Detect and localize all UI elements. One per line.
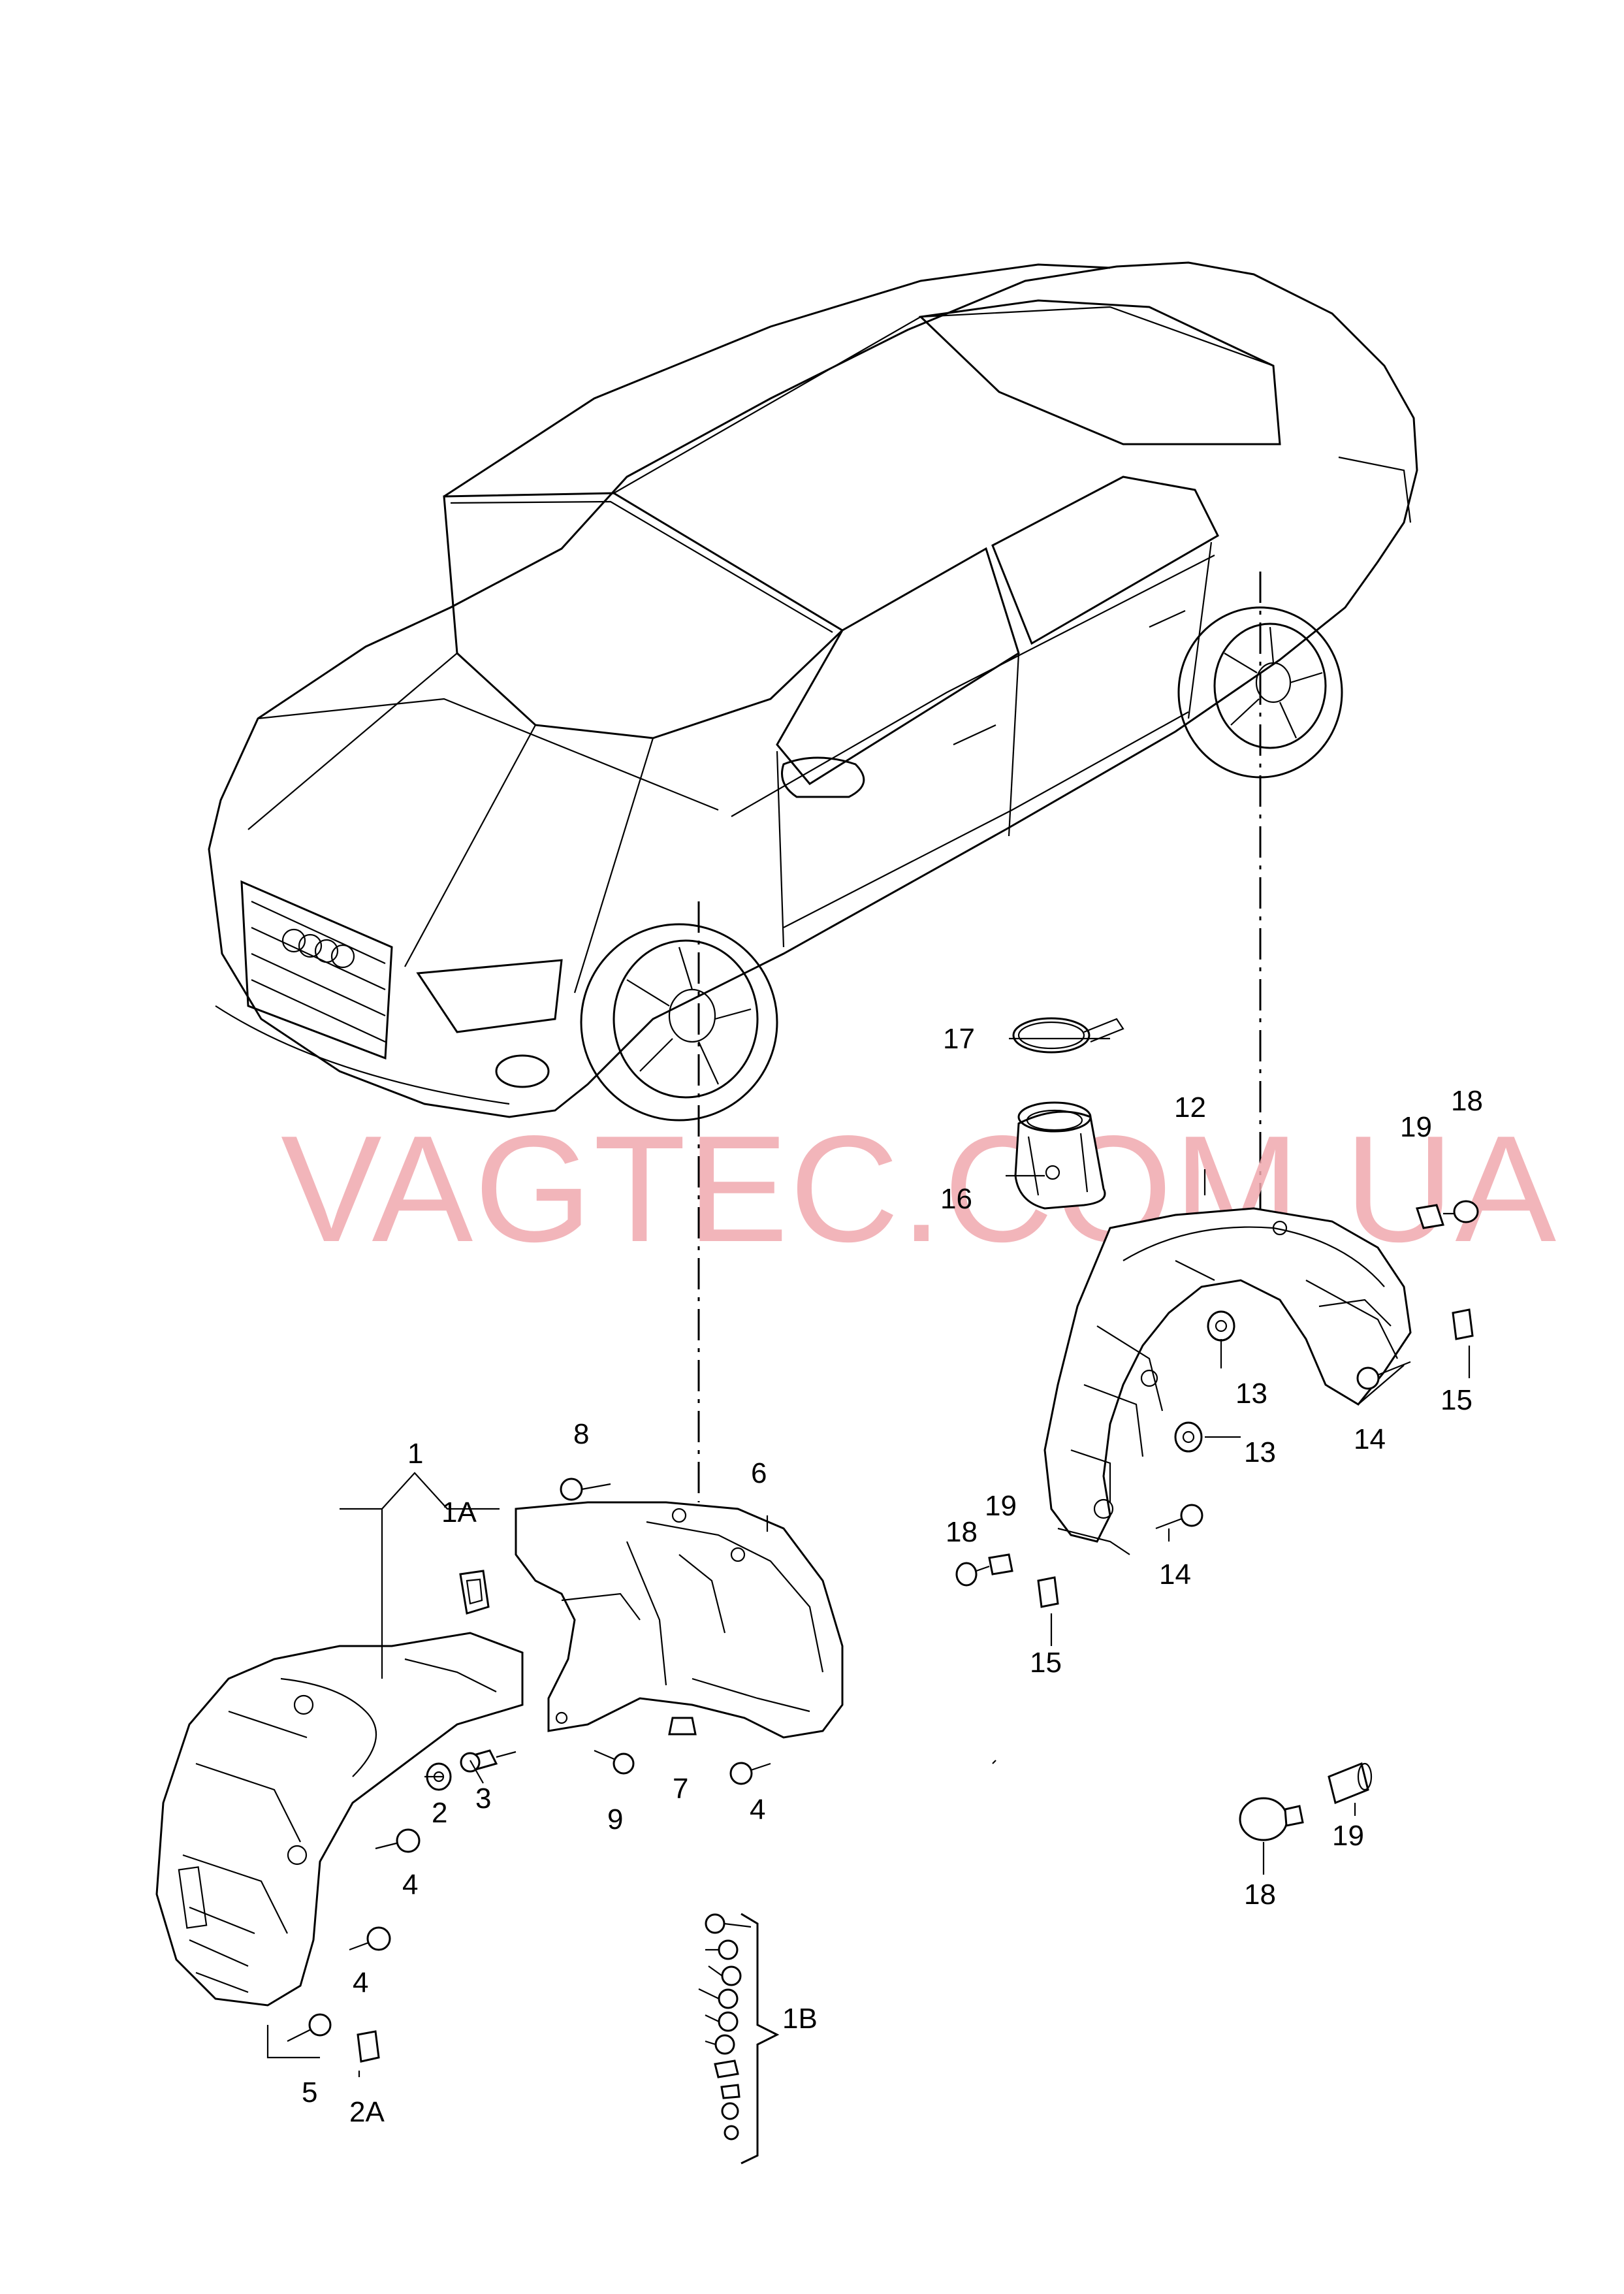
- callout-labels: 1 1A 1B 2 2A 3 4 4 4 5 6 7 8 9 12 13 13 …: [302, 1023, 1483, 2128]
- front-wheel: [580, 923, 778, 1122]
- callout-14-upper: 14: [1354, 1423, 1386, 1455]
- callout-18-upper: 18: [1451, 1085, 1483, 1117]
- fastener-18-19-lower: [955, 1553, 1013, 1587]
- callout-18-detail: 18: [1244, 1879, 1276, 1911]
- callout-13-upper: 13: [1235, 1378, 1267, 1410]
- fastener-13-lower: [1174, 1421, 1203, 1453]
- front-wheel-liner-front-section: [515, 1501, 844, 1739]
- bolt-kit-1B: [698, 1913, 752, 2141]
- callout-1A: 1A: [441, 1496, 477, 1528]
- fastener-8: [560, 1478, 611, 1501]
- callout-7: 7: [673, 1773, 688, 1805]
- callout-17: 17: [943, 1023, 975, 1055]
- callout-15-upper: 15: [1441, 1384, 1473, 1416]
- rear-wheel-liner: [1043, 1207, 1412, 1555]
- bracket-1B: [740, 1913, 780, 2165]
- callout-2A: 2A: [349, 2096, 385, 2128]
- sealing-boot-16: [1014, 1101, 1106, 1210]
- callout-18-lower: 18: [946, 1516, 978, 1548]
- fastener-5: [287, 2013, 332, 2042]
- fastener-7: [668, 1717, 697, 1736]
- callout-19-upper: 19: [1400, 1111, 1432, 1143]
- fastener-3: [460, 1749, 517, 1773]
- fastener-13-upper: [1207, 1310, 1235, 1342]
- fastener-4-upper: [375, 1828, 421, 1853]
- callout-19-detail: 19: [1332, 1820, 1364, 1852]
- callout-13-lower: 13: [1244, 1436, 1276, 1468]
- fastener-2A: [357, 2030, 380, 2063]
- callout-14-lower: 14: [1159, 1559, 1191, 1591]
- callout-8: 8: [573, 1418, 589, 1450]
- callout-16: 16: [940, 1183, 972, 1215]
- callout-6: 6: [751, 1457, 767, 1489]
- front-wheel-liner-rear-section: [155, 1632, 524, 2007]
- callout-19-lower: 19: [985, 1490, 1017, 1522]
- callout-15-lower: 15: [1030, 1647, 1062, 1679]
- fastener-15-lower: [1037, 1576, 1059, 1608]
- callout-1: 1: [407, 1438, 423, 1470]
- car-illustration: [208, 261, 1418, 1122]
- callout-4-right: 4: [750, 1794, 765, 1826]
- fastener-14-upper: [1356, 1361, 1411, 1390]
- fastener-4-middle: [349, 1926, 391, 1951]
- callout-9: 9: [607, 1803, 623, 1835]
- callout-3: 3: [475, 1783, 491, 1815]
- fastener-6-bolt: [729, 1762, 771, 1785]
- fastener-14-lower: [1155, 1504, 1203, 1530]
- callout-5: 5: [302, 2076, 317, 2108]
- fastener-18-19-detail: [1239, 1762, 1373, 1841]
- callout-2: 2: [432, 1797, 447, 1829]
- fastener-18-19-upper: [1416, 1200, 1479, 1229]
- hose-clamp-17: [1012, 1017, 1124, 1054]
- fastener-15-upper: [1452, 1308, 1474, 1340]
- callout-4-upper: 4: [402, 1869, 418, 1901]
- callout-12: 12: [1174, 1091, 1206, 1123]
- fastener-9: [594, 1749, 635, 1775]
- callout-leaders: [266, 1037, 1471, 2077]
- callout-4-middle: 4: [353, 1967, 368, 1999]
- callout-1B: 1B: [782, 2003, 818, 2035]
- fastener-1A: [459, 1570, 490, 1615]
